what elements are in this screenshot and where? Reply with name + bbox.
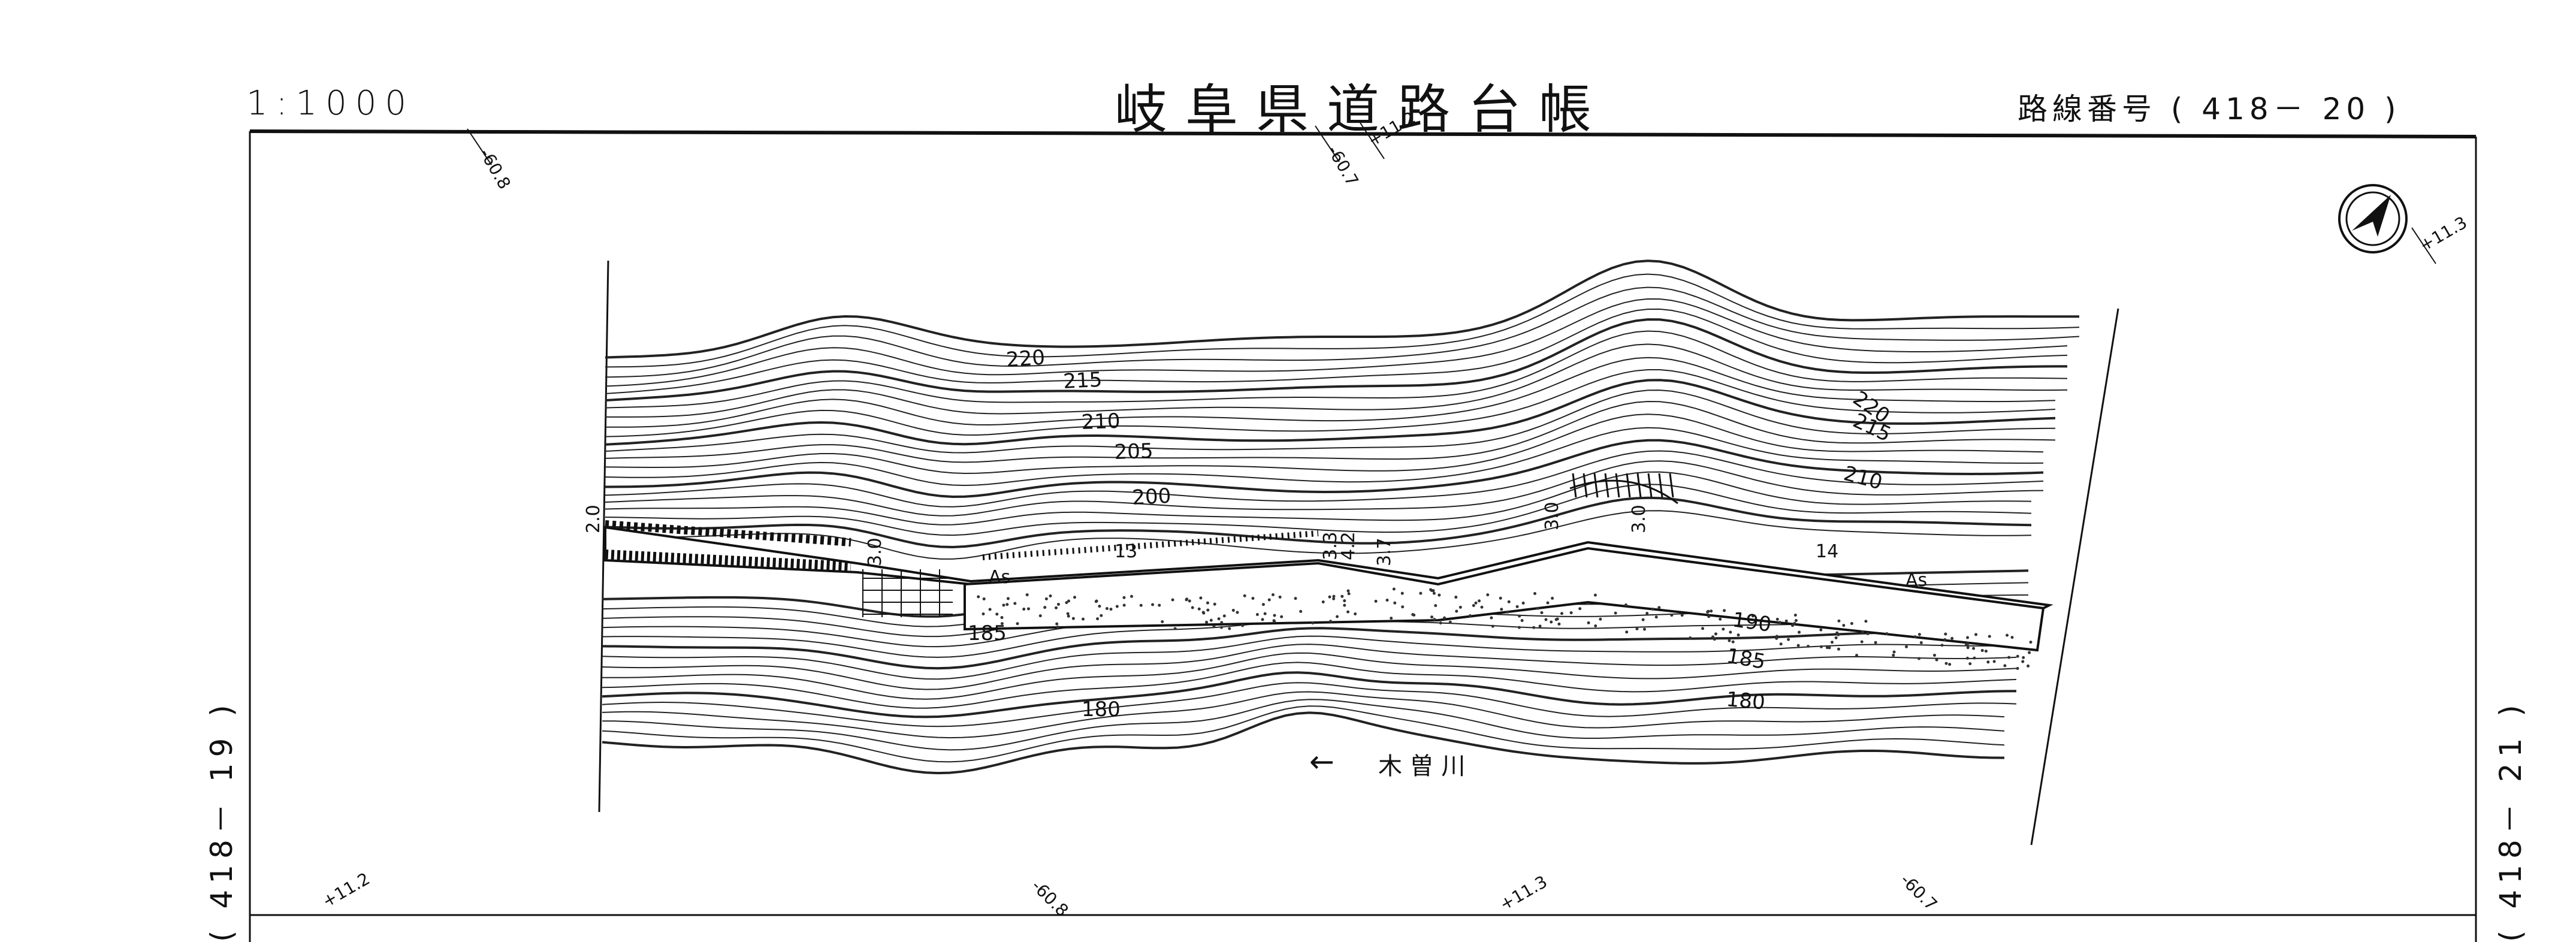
contour-label: 215 (1062, 368, 1103, 394)
road-label: 14 (1816, 541, 1838, 562)
sheet-frame (250, 131, 2476, 942)
contour-label: 190 (1731, 608, 1773, 637)
contour-label: 210 (1841, 461, 1885, 494)
road-label: 2.0 (583, 505, 604, 533)
contour-line (605, 428, 2043, 485)
station-label: -60.7 (1896, 870, 1941, 915)
contour-line (605, 261, 2079, 357)
road-label: 3.0 (1629, 505, 1650, 533)
contour-line (602, 628, 2028, 668)
road-label: 3.0 (1542, 502, 1563, 530)
contour-label: 180 (1725, 687, 1766, 715)
contour-label: 185 (968, 621, 1007, 645)
road-label: 13 (1115, 541, 1137, 562)
contour-label: 180 (1082, 698, 1121, 721)
road-label: 3.0 (865, 538, 886, 566)
road-section (605, 473, 2049, 670)
contour-line (602, 672, 2016, 717)
north-arrow-icon (2339, 185, 2406, 252)
station-label: +11.2 (319, 869, 373, 911)
station-label: +11.3 (1496, 872, 1551, 914)
road-label: As (989, 567, 1010, 588)
contour-label: 220 (1005, 346, 1046, 372)
map-labels: 220215210205200185180220215210190185180A… (319, 108, 2471, 921)
contour-line (605, 331, 2067, 408)
contour-label: 200 (1131, 484, 1171, 510)
contour-line (605, 358, 2055, 427)
station-label: -60.8 (476, 145, 515, 192)
contour-line (605, 370, 2055, 437)
contour-line (605, 498, 2031, 547)
station-label: -60.8 (1028, 876, 1073, 921)
contour-line (605, 288, 2079, 378)
station-label: +11.3 (2416, 213, 2471, 255)
contour-line (605, 344, 2067, 417)
contour-lines (602, 261, 2079, 773)
contour-label: 210 (1081, 409, 1121, 434)
station-label: +11.2 (1364, 108, 1419, 150)
road-label: 3.7 (1374, 538, 1395, 566)
river-arrow: ← (1309, 744, 1334, 779)
road-label: 4.2 (1338, 532, 1359, 560)
contour-label: 185 (1725, 644, 1767, 674)
contour-label: 205 (1114, 439, 1153, 464)
contour-line (605, 440, 2043, 497)
road-label: As (1905, 570, 1927, 591)
station-label: -60.7 (1324, 142, 1363, 189)
river-name: 木 曽 川 (1378, 753, 1465, 780)
